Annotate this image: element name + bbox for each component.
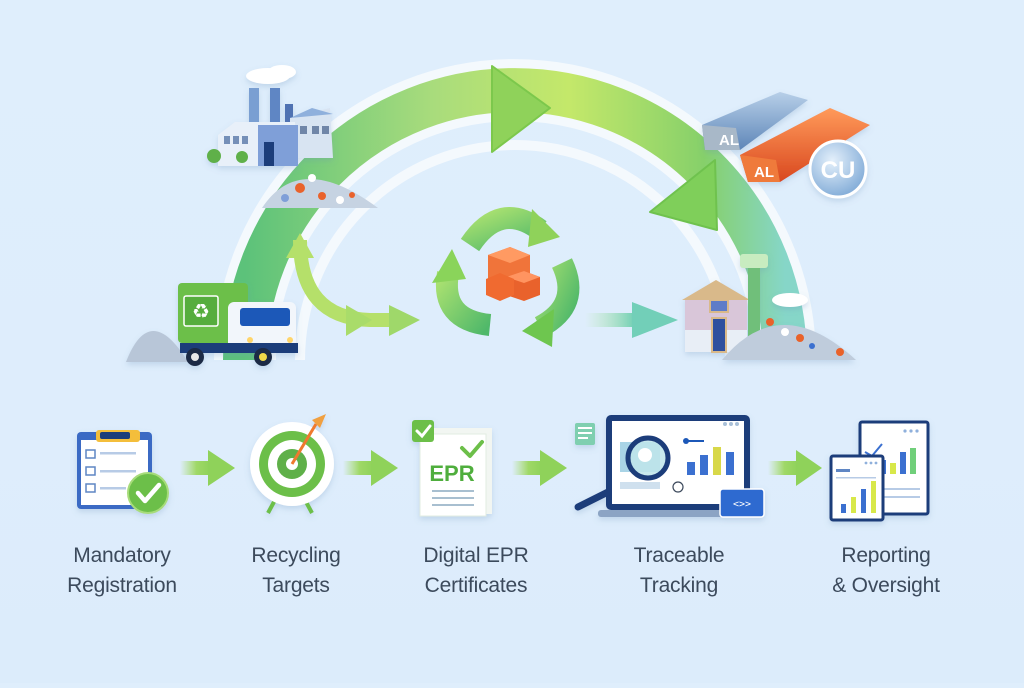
step-arrow bbox=[180, 450, 235, 486]
svg-text:<>>: <>> bbox=[733, 499, 751, 510]
recycling-facility-icon bbox=[682, 254, 856, 360]
step-label-line: Traceable bbox=[633, 544, 725, 567]
checklist-icon bbox=[77, 430, 169, 514]
inflow-arrows bbox=[286, 233, 420, 336]
arc-arrowhead-right bbox=[649, 159, 718, 231]
step-label-reporting: Reporting & Oversight bbox=[832, 541, 940, 601]
step-label-line: Recycling bbox=[251, 544, 341, 567]
ingot-label-al-2: AL bbox=[754, 164, 774, 181]
step-label-line: Certificates bbox=[424, 574, 528, 597]
step-label-tracking: Traceable Tracking bbox=[634, 541, 725, 601]
step-label-certificates: Digital EPR Certificates bbox=[423, 541, 528, 601]
svg-text:♻: ♻ bbox=[192, 299, 210, 323]
metal-ingots-icon: AL AL CU bbox=[702, 92, 870, 199]
recycle-symbol-icon bbox=[432, 207, 580, 347]
step-arrow bbox=[512, 450, 567, 486]
factory-icon bbox=[207, 65, 333, 166]
step-label-line: Tracking bbox=[639, 574, 719, 597]
outflow-arrow bbox=[585, 302, 678, 338]
step-label-targets: Recycling Targets bbox=[251, 541, 340, 601]
scrap-pile-icon bbox=[262, 174, 378, 208]
step-label-line: Reporting bbox=[841, 544, 931, 567]
step-label-line: Mandatory bbox=[73, 544, 171, 567]
step-label-registration: Mandatory Registration bbox=[67, 541, 177, 601]
cycle-arc-inner-edge bbox=[295, 140, 735, 361]
report-documents-icon bbox=[829, 420, 930, 522]
certificate-icon: EPR bbox=[412, 420, 492, 517]
certificate-badge-text: EPR bbox=[429, 461, 474, 486]
step-label-line: Targets bbox=[262, 574, 330, 597]
step-label-line: Registration bbox=[67, 574, 177, 597]
step-label-line: Digital EPR bbox=[423, 544, 529, 567]
ingot-label-al-1: AL bbox=[719, 132, 739, 149]
arc-arrowhead-top bbox=[491, 65, 551, 153]
recycling-truck-icon: ♻ bbox=[126, 283, 298, 366]
target-icon bbox=[250, 414, 334, 514]
step-arrow bbox=[768, 450, 822, 486]
step-label-line: & Oversight bbox=[832, 574, 940, 597]
ingot-label-cu: CU bbox=[821, 157, 856, 184]
tracking-dashboard-icon: <>> bbox=[574, 415, 765, 518]
material-cubes-icon bbox=[486, 247, 540, 301]
step-arrow bbox=[343, 450, 398, 486]
